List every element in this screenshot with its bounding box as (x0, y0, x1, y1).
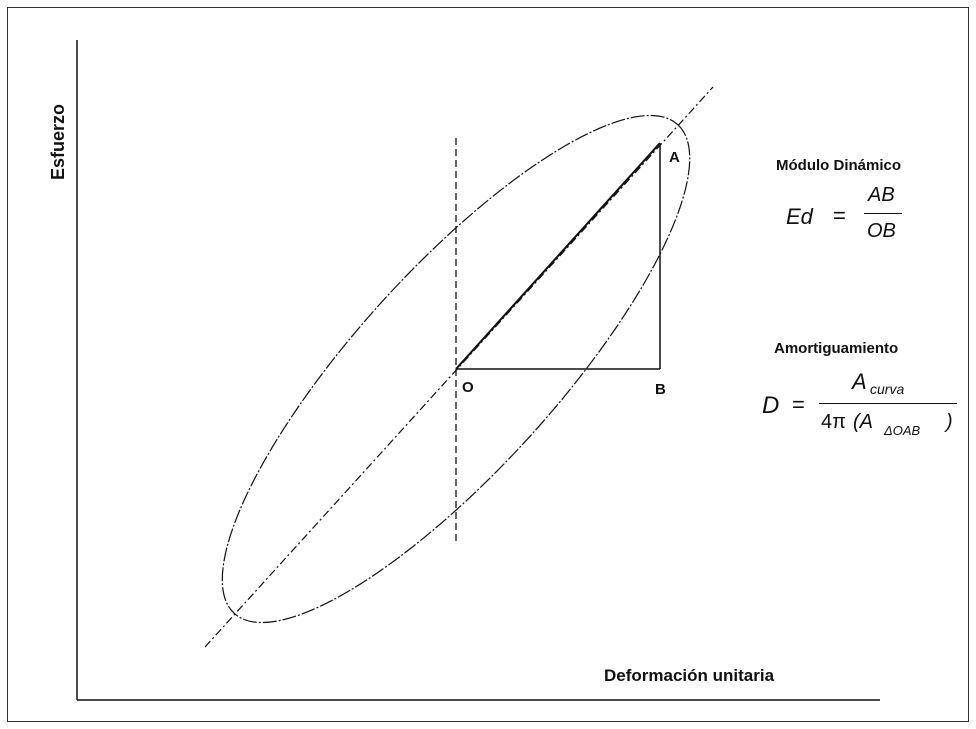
modulo-title: Módulo Dinámico (776, 157, 901, 174)
amortiguamiento-fraction-bar (819, 403, 957, 404)
amortiguamiento-den-sub: ΔOAB (884, 423, 921, 438)
modulo-lhs: Ed (786, 204, 813, 229)
y-axis-label: Esfuerzo (48, 103, 68, 180)
hysteresis-loop (221, 114, 691, 624)
segment-OA (455, 142, 661, 370)
amortiguamiento-num-main: A (852, 369, 867, 394)
amortiguamiento-den-open: (A (853, 411, 873, 433)
modulo-numerator: AB (868, 184, 895, 206)
amortiguamiento-lhs: D (762, 392, 780, 419)
amortiguamiento-den-prefix: 4π (821, 411, 846, 433)
modulo-fraction-bar (864, 213, 902, 214)
amortiguamiento-den-close: ) (946, 411, 953, 433)
diagonal-dashdot-line (204, 86, 714, 648)
amortiguamiento-equals: = (792, 392, 805, 417)
amortiguamiento-num-sub: curva (870, 381, 905, 397)
point-A-label: A (669, 149, 680, 166)
modulo-equals: = (833, 203, 846, 228)
point-B-label: B (655, 381, 666, 398)
amortiguamiento-title: Amortiguamiento (774, 340, 899, 357)
diagram-frame (7, 7, 969, 722)
point-O-label: O (462, 379, 474, 396)
modulo-denominator: OB (867, 220, 896, 242)
x-axis-label: Deformación unitaria (604, 666, 775, 685)
